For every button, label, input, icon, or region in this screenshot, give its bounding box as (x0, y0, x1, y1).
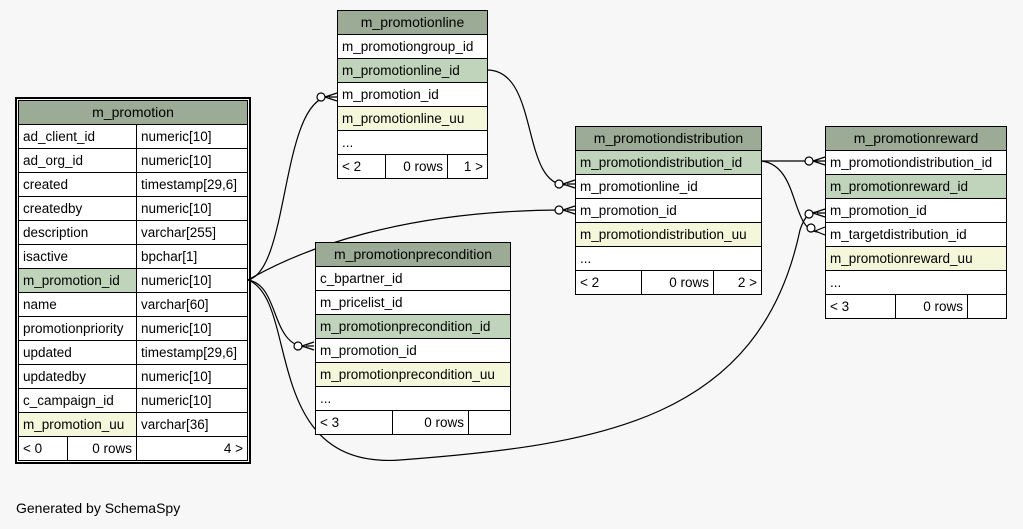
children-count (967, 294, 1007, 319)
edge-end-circle (293, 341, 303, 351)
table-title[interactable]: m_promotionline (337, 10, 488, 35)
column-name[interactable]: m_promotiondistribution_uu (574, 222, 763, 247)
children-count[interactable]: 1 > (447, 154, 488, 179)
generated-by-footer: Generated by SchemaSpy (16, 500, 181, 516)
column-name[interactable]: m_promotiongroup_id (337, 34, 488, 59)
column-type: numeric[10] (135, 388, 249, 413)
table-m-promotiondistribution[interactable]: m_promotiondistribution m_promotiondistr… (574, 126, 763, 295)
column-type: numeric[10] (135, 268, 249, 293)
table-m-promotionprecondition[interactable]: m_promotionprecondition c_bpartner_id m_… (314, 242, 512, 435)
row-count: 0 rows (92, 441, 132, 456)
crowfoot (812, 208, 826, 218)
crowfoot (324, 92, 338, 102)
row-count: 0 rows (392, 410, 469, 435)
column-name[interactable]: m_promotiondistribution_id (574, 150, 763, 175)
column-name[interactable]: m_targetdistribution_id (825, 222, 1007, 247)
edge-distribution-to-reward-target (760, 160, 819, 233)
column-name[interactable]: name (18, 292, 137, 317)
column-name[interactable]: m_promotion_uu (18, 412, 137, 437)
column-name[interactable]: m_promotion_id (314, 338, 512, 363)
column-type: numeric[10] (135, 364, 249, 389)
column-type: timestamp[29,6] (135, 172, 249, 197)
column-type: varchar[36] (135, 412, 249, 437)
column-type: numeric[10] (135, 196, 249, 221)
column-name[interactable]: ad_client_id (18, 124, 137, 149)
column-type: numeric[10] (135, 316, 249, 341)
crowfoot (814, 226, 826, 236)
parents-count[interactable]: < 3 (825, 294, 896, 319)
column-name[interactable]: createdby (18, 196, 137, 221)
column-name[interactable]: c_campaign_id (18, 388, 137, 413)
table-title[interactable]: m_promotionprecondition (314, 242, 512, 267)
edge-end-circle (554, 179, 564, 189)
column-name[interactable]: m_promotionprecondition_id (314, 314, 512, 339)
column-type: varchar[60] (135, 292, 249, 317)
column-name[interactable]: m_promotionreward_id (825, 174, 1007, 199)
column-name[interactable]: updated (18, 340, 137, 365)
crowfoot (301, 341, 315, 351)
column-name[interactable]: updatedby (18, 364, 137, 389)
column-name[interactable]: m_promotionprecondition_uu (314, 362, 512, 387)
column-name[interactable]: m_promotion_id (574, 198, 763, 223)
more-columns: ... (574, 246, 763, 271)
column-name[interactable]: m_promotionline_id (337, 58, 488, 83)
column-name[interactable]: c_bpartner_id (314, 266, 512, 291)
column-type: bpchar[1] (135, 244, 249, 269)
crowfoot (812, 156, 826, 166)
column-name[interactable]: m_promotion_id (825, 198, 1007, 223)
column-name[interactable]: m_promotion_id (18, 268, 137, 293)
column-name[interactable]: m_promotion_id (337, 82, 488, 107)
table-title[interactable]: m_promotionreward (825, 126, 1007, 151)
edge-end-circle (804, 209, 814, 219)
column-type: numeric[10] (135, 124, 249, 149)
column-name[interactable]: m_pricelist_id (314, 290, 512, 315)
column-name[interactable]: m_promotionreward_uu (825, 246, 1007, 271)
children-count (467, 410, 512, 435)
more-columns: ... (314, 386, 512, 411)
table-title[interactable]: m_promotion (17, 100, 249, 125)
edge-end-circle (806, 223, 816, 233)
edge-promotion-to-precondition (247, 279, 307, 348)
column-name[interactable]: created (18, 172, 137, 197)
column-name[interactable]: m_promotiondistribution_id (825, 150, 1007, 175)
table-m-promotionline[interactable]: m_promotionline m_promotiongroup_id m_pr… (337, 10, 488, 179)
edge-end-circle (316, 92, 326, 102)
column-name[interactable]: promotionpriority (18, 316, 137, 341)
column-type: numeric[10] (135, 148, 249, 173)
table-title[interactable]: m_promotiondistribution (574, 126, 763, 151)
column-type: varchar[255] (135, 220, 249, 245)
edge-end-circle (554, 205, 564, 215)
children-count[interactable]: 2 > (712, 270, 763, 295)
row-count: 0 rows (385, 154, 448, 179)
more-columns: ... (337, 130, 488, 155)
table-m-promotionreward[interactable]: m_promotionreward m_promotiondistributio… (825, 126, 1007, 319)
column-name[interactable]: ad_org_id (18, 148, 137, 173)
parents-count[interactable]: < 2 (575, 270, 642, 295)
column-type: timestamp[29,6] (135, 340, 249, 365)
column-name[interactable]: m_promotionline_id (574, 174, 763, 199)
column-name[interactable]: m_promotionline_uu (337, 106, 488, 131)
table-footer: < 0 0 rows (18, 436, 137, 461)
more-columns: ... (825, 270, 1007, 295)
parents-count[interactable]: < 3 (315, 410, 393, 435)
edge-end-circle (804, 156, 814, 166)
parents-count[interactable]: < 0 (19, 437, 68, 460)
edge-promotionline-to-distribution (486, 69, 567, 186)
column-name[interactable]: isactive (18, 244, 137, 269)
crowfoot (562, 205, 576, 215)
column-name[interactable]: description (18, 220, 137, 245)
children-count[interactable]: 4 > (135, 436, 249, 461)
parents-count[interactable]: < 2 (337, 154, 386, 179)
crowfoot (562, 179, 576, 189)
row-count: 0 rows (641, 270, 714, 295)
row-count: 0 rows (895, 294, 968, 319)
